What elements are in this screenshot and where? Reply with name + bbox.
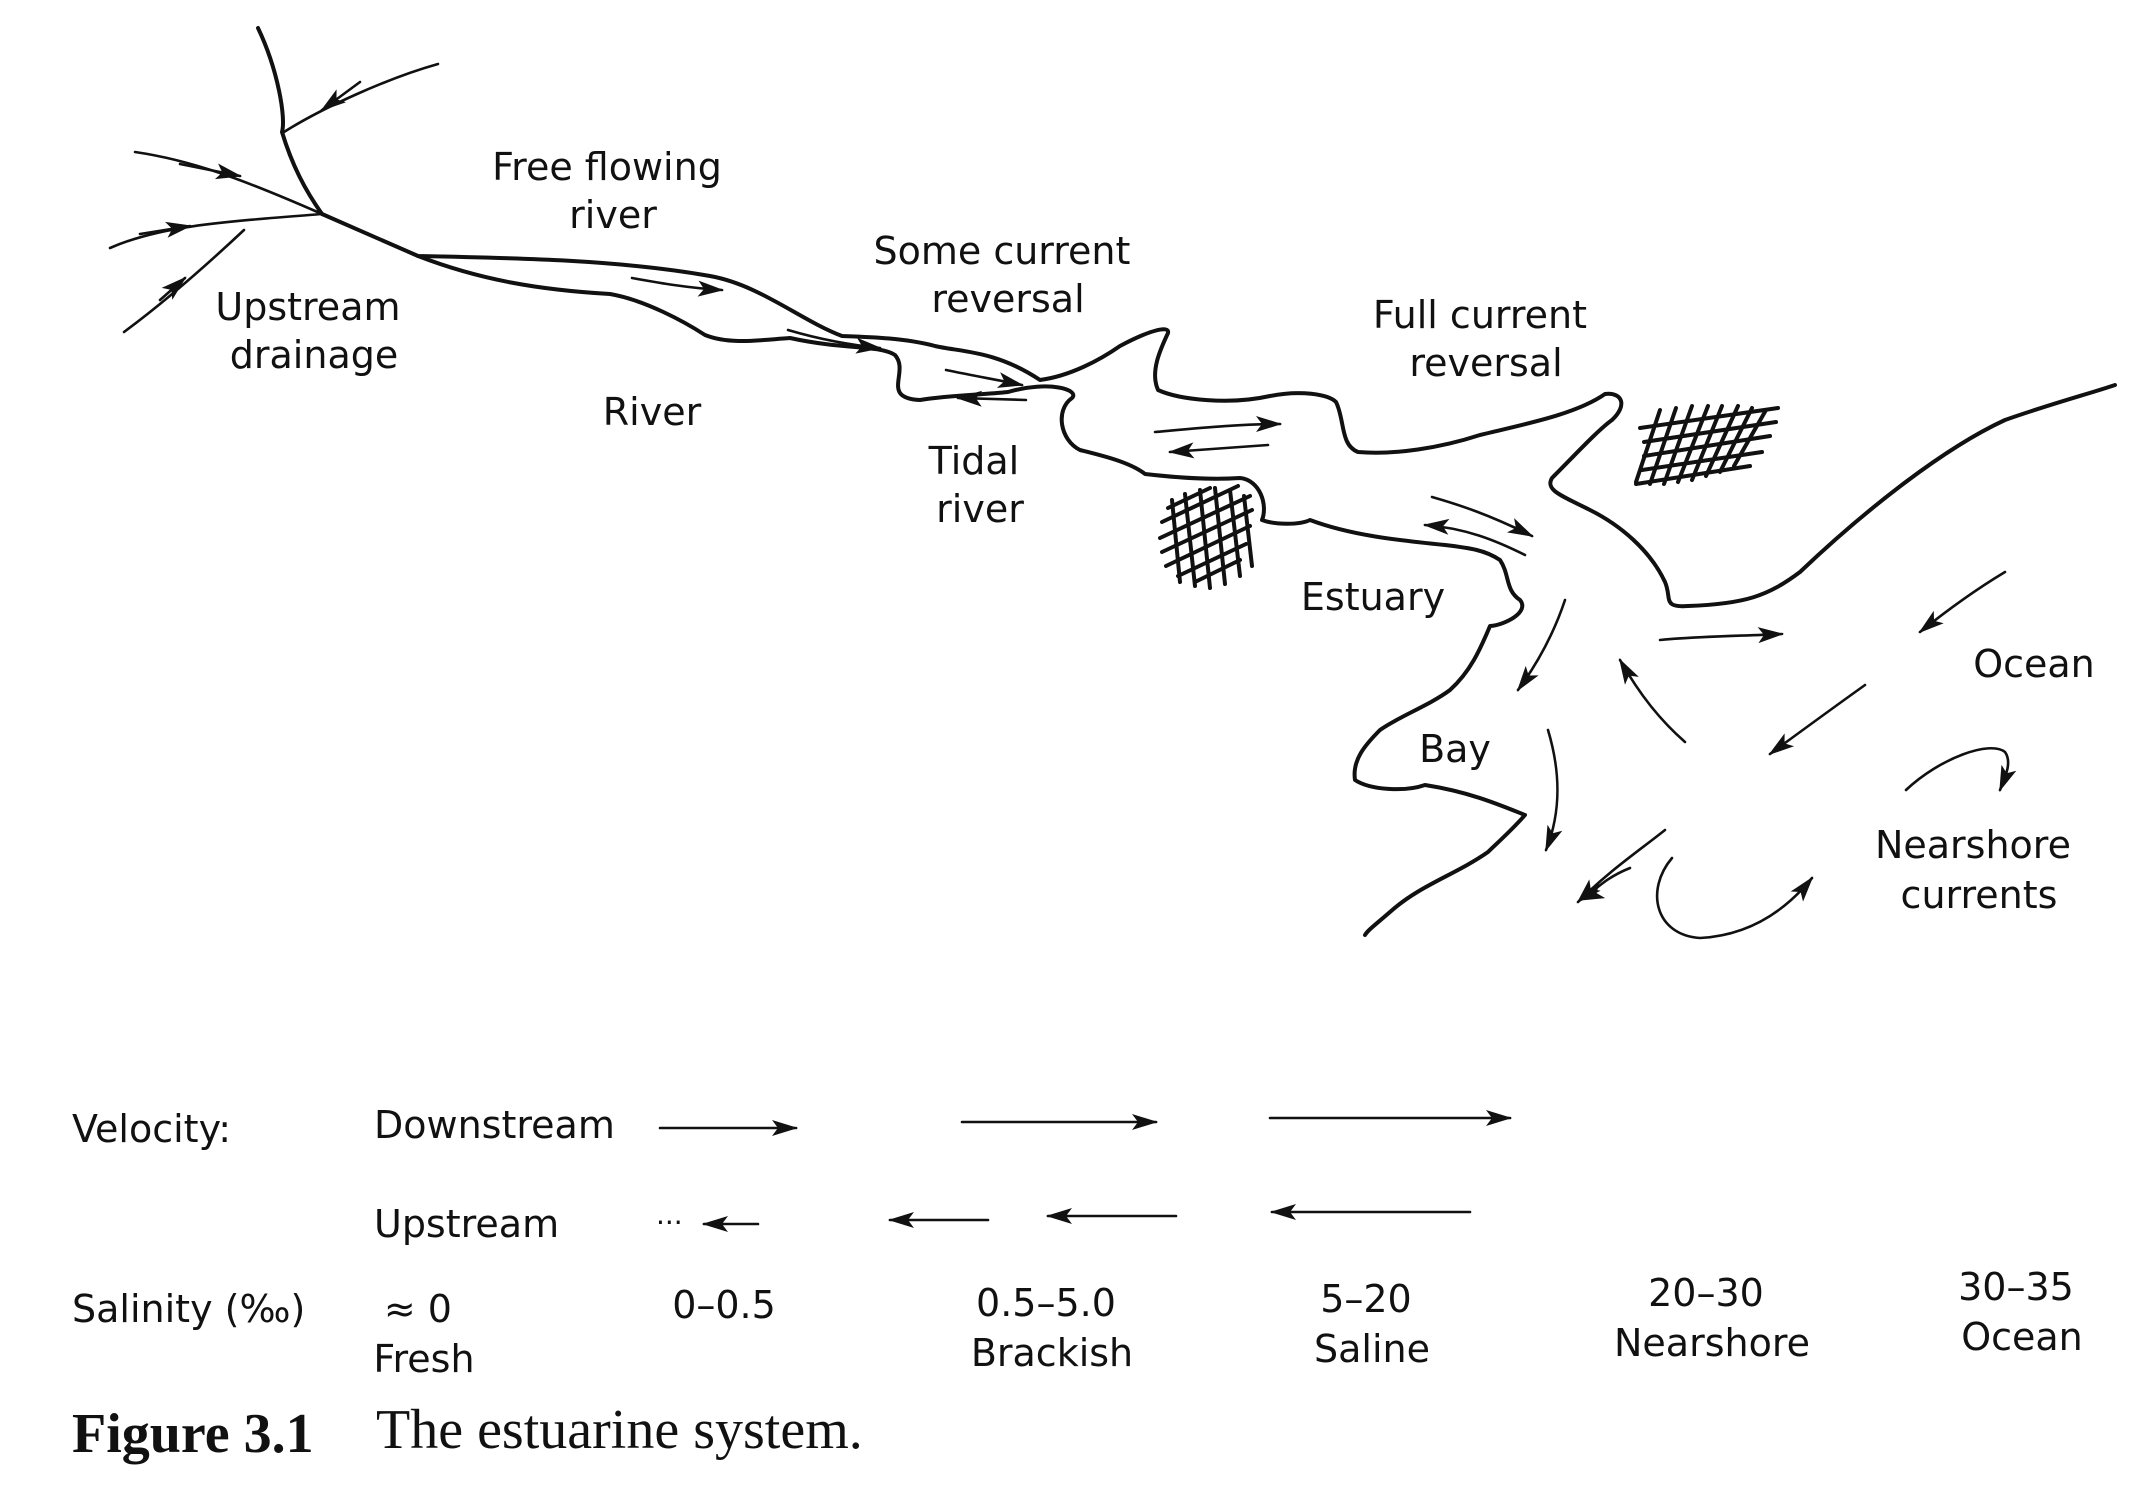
tributary-northeast xyxy=(282,62,440,134)
caption-text: The estuarine system. xyxy=(376,1399,863,1461)
arrow-tributary-west-upper xyxy=(178,162,242,180)
arrow-tidal-downstream xyxy=(944,368,1024,388)
arrow-tributary-west-lower xyxy=(158,276,187,302)
label-some-current-reversal-line2: reversal xyxy=(931,277,1084,321)
label-tidal-river: Tidal river xyxy=(928,439,1032,531)
salinity-zone-brackish-range: 0.5–5.0 xyxy=(976,1281,1116,1325)
label-nearshore-currents-line2: currents xyxy=(1901,873,2058,917)
label-nearshore-currents-line1: Nearshore xyxy=(1875,823,2071,867)
arrow-tidal-upstream xyxy=(956,390,1028,407)
arrow-river-downstream-2 xyxy=(786,328,882,354)
label-tidal-river-line1: Tidal xyxy=(928,439,1020,483)
salinity-zone-nearshore-name: Nearshore xyxy=(1614,1321,1810,1365)
arrow-tributary-north xyxy=(320,80,362,112)
salinity-zone-2-range: 0–0.5 xyxy=(672,1283,776,1327)
label-upstream-drainage-line1: Upstream xyxy=(215,285,400,329)
label-ocean: Ocean xyxy=(1973,642,2095,686)
river-network xyxy=(108,26,2117,937)
arrow-ocean-southwest-2 xyxy=(1768,683,1867,756)
salinity-zone-saline: 5–20 Saline xyxy=(1314,1277,1430,1371)
label-full-current-reversal-line1: Full current xyxy=(1373,293,1587,337)
salinity-zone-nearshore: 20–30 Nearshore xyxy=(1614,1271,1810,1365)
arrow-tributary-west-middle xyxy=(138,221,192,238)
salinity-zone-2: 0–0.5 xyxy=(672,1283,776,1327)
label-estuary: Estuary xyxy=(1301,575,1445,619)
arrow-estuary-upstream xyxy=(1423,518,1527,557)
marsh-hatch-east xyxy=(1634,404,1780,486)
arrow-reversal-downstream xyxy=(1153,416,1282,434)
arrow-nearshore-loop xyxy=(1904,747,2017,792)
current-arrows xyxy=(1516,570,2017,940)
arrow-estuary-downstream xyxy=(1430,495,1534,538)
tributary-north xyxy=(256,26,324,216)
arrow-reversal-upstream xyxy=(1168,442,1270,459)
salinity-zone-fresh: ≈ 0 Fresh xyxy=(373,1287,474,1381)
arrow-river-downstream-1 xyxy=(630,276,724,297)
label-some-current-reversal: Some current reversal xyxy=(873,229,1142,321)
salinity-zone-saline-range: 5–20 xyxy=(1320,1277,1412,1321)
label-tidal-river-line2: river xyxy=(936,487,1024,531)
figure-caption: Figure 3.1 The estuarine system. xyxy=(72,1399,863,1465)
salinity-zone-fresh-range: ≈ 0 xyxy=(384,1287,452,1331)
upstream-dots: ··· xyxy=(656,1206,683,1239)
label-some-current-reversal-line1: Some current xyxy=(873,229,1130,273)
arrow-bay-curve xyxy=(1544,728,1563,852)
arrow-gyre-east xyxy=(1658,627,1784,644)
salinity-zone-ocean-range: 30–35 xyxy=(1958,1265,2074,1309)
legend: Velocity: Downstream Upstream Salinity (… xyxy=(72,1103,2086,1381)
label-free-flowing-river: Free flowing river xyxy=(492,145,734,237)
marsh-hatch-west xyxy=(1158,484,1254,590)
label-full-current-reversal: Full current reversal xyxy=(1373,293,1599,385)
caption-number: Figure 3.1 xyxy=(72,1403,314,1465)
salinity-zone-nearshore-range: 20–30 xyxy=(1648,1271,1764,1315)
tributary-west-middle xyxy=(108,212,324,250)
label-full-current-reversal-line2: reversal xyxy=(1409,341,1562,385)
salinity-zone-brackish: 0.5–5.0 Brackish xyxy=(971,1281,1133,1375)
salinity-zone-saline-name: Saline xyxy=(1314,1327,1430,1371)
label-nearshore-currents: Nearshore currents xyxy=(1875,823,2083,917)
salinity-zone-brackish-name: Brackish xyxy=(971,1331,1133,1375)
flow-arrows xyxy=(138,80,1534,557)
label-free-flowing-river-line1: Free flowing xyxy=(492,145,722,189)
label-upstream-drainage-line2: drainage xyxy=(230,333,398,377)
arrow-nearshore-return xyxy=(1655,856,1814,940)
salinity-zone-fresh-name: Fresh xyxy=(373,1337,474,1381)
arrow-ocean-southwest-1 xyxy=(1918,570,2007,634)
label-bay: Bay xyxy=(1419,727,1491,771)
tributary-west-lower xyxy=(122,228,246,334)
river-bank-south xyxy=(416,254,1527,937)
legend-upstream-label: Upstream xyxy=(374,1202,559,1246)
label-upstream-drainage: Upstream drainage xyxy=(215,285,412,377)
legend-salinity-label: Salinity (‰) xyxy=(72,1287,305,1331)
label-free-flowing-river-line2: river xyxy=(569,193,657,237)
salinity-zone-ocean: 30–35 Ocean xyxy=(1958,1265,2086,1359)
label-river: River xyxy=(603,390,702,434)
arrow-bay-south xyxy=(1516,598,1567,692)
legend-velocity-label: Velocity: xyxy=(72,1107,231,1151)
salinity-zone-ocean-name: Ocean xyxy=(1961,1315,2083,1359)
arrow-ocean-southwest-3 xyxy=(1578,866,1632,902)
arrow-gyre-north xyxy=(1618,658,1687,744)
legend-downstream-label: Downstream xyxy=(374,1103,615,1147)
river-bank-north xyxy=(320,212,2117,609)
